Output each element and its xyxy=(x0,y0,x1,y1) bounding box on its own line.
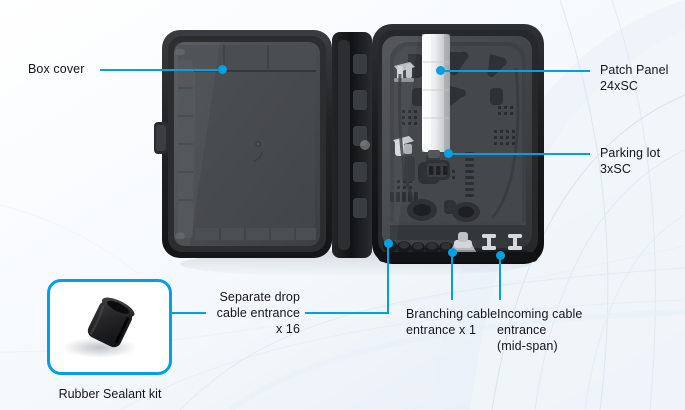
box-body-tray xyxy=(372,24,544,264)
rubber-sealant-grommet-image xyxy=(62,297,138,358)
callout-label-incoming-cable: Incoming cable entrance (mid-span) xyxy=(497,307,583,353)
leader-line-parking-lot xyxy=(452,153,590,155)
leader-dot-box-cover xyxy=(218,65,227,74)
callout-label-parking-lot: Parking lot 3xSC xyxy=(600,146,661,176)
leader-line-separate-drop-horizontal xyxy=(305,312,389,314)
leader-line-separate-drop-vertical xyxy=(387,243,389,314)
callout-label-box-cover: Box cover xyxy=(28,62,85,76)
separate-drop-cable-entrances xyxy=(383,240,453,254)
leader-line-branching-cable xyxy=(451,252,453,300)
rubber-sealant-inset-card xyxy=(47,279,172,375)
callout-label-separate-drop: Separate drop cable entrance x 16 xyxy=(216,290,300,336)
leader-dot-patch-panel xyxy=(436,66,445,75)
leader-line-incoming-cable xyxy=(499,255,501,300)
leader-line-patch-panel xyxy=(444,70,590,72)
callout-label-rubber-sealant: Rubber Sealant kit xyxy=(58,387,162,401)
leader-dot-parking-lot xyxy=(444,149,453,158)
box-cover-lid xyxy=(154,30,332,258)
patch-panel-24sc xyxy=(422,34,450,158)
leader-line-rubber-sealant xyxy=(172,312,206,314)
leader-line-box-cover xyxy=(100,69,224,71)
callout-label-patch-panel: Patch Panel 24xSC xyxy=(600,63,669,93)
parking-lot-3sc xyxy=(424,160,450,180)
box-hinge-spine xyxy=(332,32,372,258)
callout-label-branching-cable: Branching cable entrance x 1 xyxy=(406,307,498,337)
product-image-distribution-box xyxy=(154,24,544,276)
